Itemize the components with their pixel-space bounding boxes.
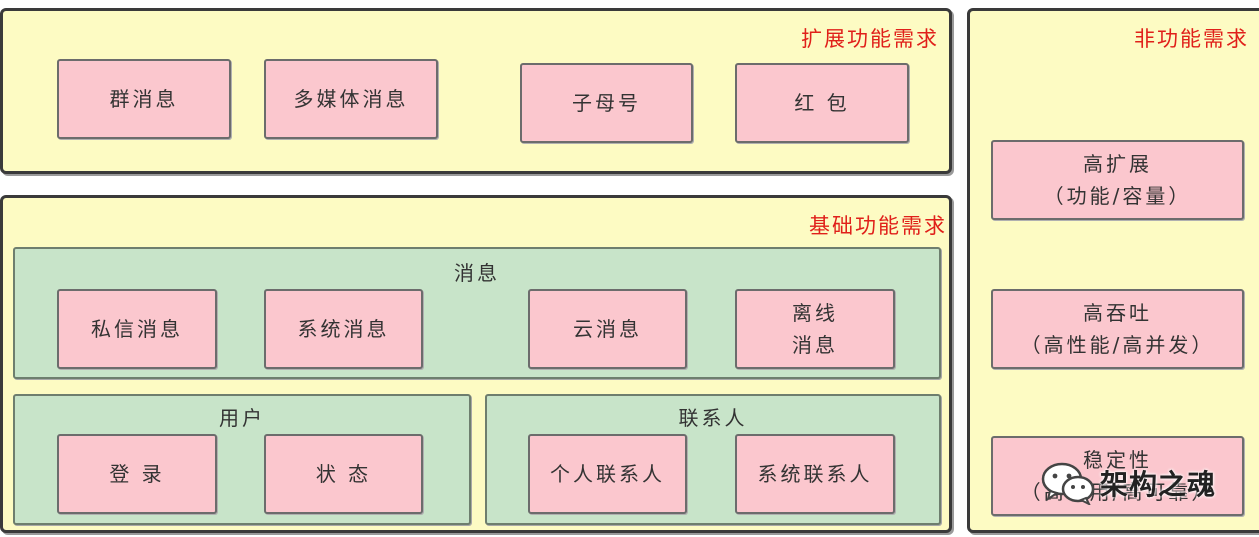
extended-requirements-panel: 扩展功能需求 群消息 多媒体消息 子母号 红 包 bbox=[0, 8, 952, 174]
personal-contacts-box: 个人联系人 bbox=[528, 434, 687, 514]
contacts-group-title: 联系人 bbox=[678, 406, 748, 430]
stability-line1: 稳定性 bbox=[1083, 448, 1152, 472]
private-message-box: 私信消息 bbox=[57, 289, 217, 369]
watermark: 架构之魂 bbox=[1040, 455, 1230, 511]
basic-requirements-title: 基础功能需求 bbox=[809, 214, 947, 238]
login-box: 登 录 bbox=[57, 434, 217, 514]
status-box: 状 态 bbox=[264, 434, 423, 514]
high-scalability-box: 高扩展 （功能/容量） bbox=[991, 140, 1244, 220]
offline-message-line1: 离线 bbox=[792, 301, 838, 325]
cloud-message-box: 云消息 bbox=[528, 289, 687, 369]
watermark-text: 架构之魂 bbox=[1100, 468, 1217, 501]
high-scalability-line1: 高扩展 bbox=[1083, 152, 1152, 176]
message-group-title: 消息 bbox=[454, 261, 500, 285]
high-throughput-box: 高吞吐 （高性能/高并发） bbox=[991, 289, 1244, 369]
nonfunctional-requirements-panel: 非功能需求 高扩展 （功能/容量） 高吞吐 （高性能/高并发） 稳定性 （高可用… bbox=[967, 8, 1259, 533]
group-message-box: 群消息 bbox=[57, 59, 231, 139]
contacts-group: 联系人 个人联系人 系统联系人 bbox=[485, 394, 941, 525]
user-group: 用户 登 录 状 态 bbox=[13, 394, 471, 525]
offline-message-box: 离线 消息 bbox=[735, 289, 895, 369]
user-group-title: 用户 bbox=[219, 406, 265, 430]
wechat-icon bbox=[1041, 462, 1095, 505]
high-throughput-line2: （高性能/高并发） bbox=[1020, 333, 1215, 357]
message-group: 消息 私信消息 系统消息 云消息 离线 消息 bbox=[13, 247, 941, 379]
extended-requirements-title: 扩展功能需求 bbox=[801, 27, 939, 51]
nonfunctional-requirements-title: 非功能需求 bbox=[1134, 27, 1249, 51]
stability-box: 稳定性 （高可用/高可靠） bbox=[991, 436, 1244, 516]
basic-requirements-panel: 基础功能需求 消息 私信消息 系统消息 云消息 离线 消息 用户 登 录 状 态… bbox=[0, 195, 952, 533]
high-throughput-line1: 高吞吐 bbox=[1083, 301, 1152, 325]
sub-account-box: 子母号 bbox=[520, 63, 693, 143]
multimedia-message-box: 多媒体消息 bbox=[264, 59, 438, 139]
red-packet-box: 红 包 bbox=[735, 63, 909, 143]
offline-message-line2: 消息 bbox=[792, 333, 838, 357]
high-scalability-line2: （功能/容量） bbox=[1043, 184, 1192, 208]
system-message-box: 系统消息 bbox=[264, 289, 423, 369]
system-contacts-box: 系统联系人 bbox=[735, 434, 895, 514]
